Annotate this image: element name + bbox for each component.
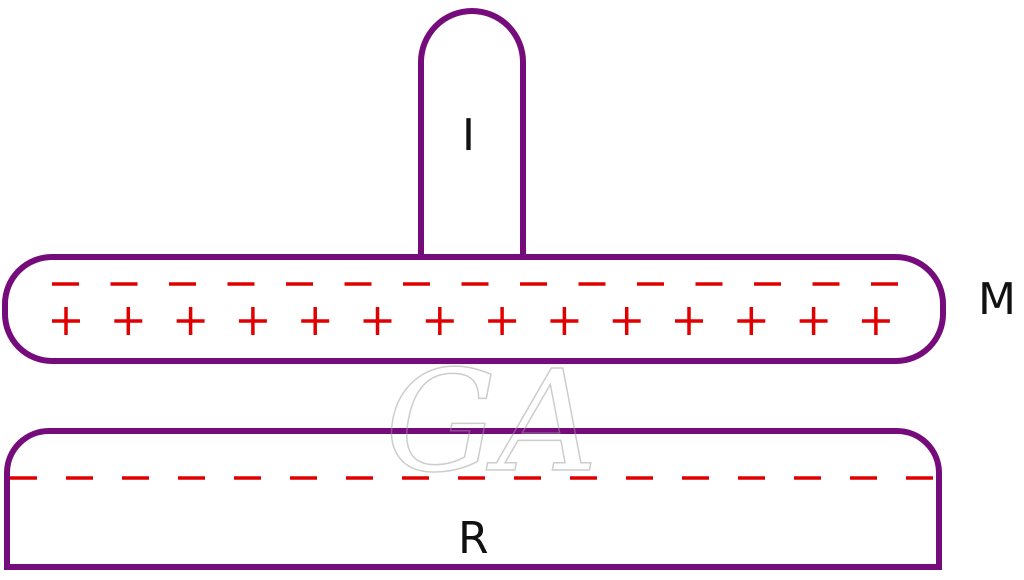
positive-charge [176,307,205,335]
positive-charge [238,307,267,335]
positive-charge [799,307,828,335]
positive-charge [675,307,703,335]
positive-charge [550,307,579,335]
label-metal-plate: M [978,274,1016,325]
positive-charge [737,307,766,335]
positive-charge [52,307,80,335]
positive-charge [114,307,143,335]
positive-charge [425,307,454,335]
label-resin-plate: R [458,513,489,564]
watermark: GA [384,340,598,505]
label-handle: I [462,110,475,161]
insulating-handle [418,8,526,255]
positive-charge [488,307,517,335]
positive-charge [861,307,890,335]
positive-charge [363,307,392,335]
watermark-text: GA [385,341,598,504]
positive-charge [301,307,330,335]
resin-plate [4,428,942,570]
positive-charge [612,307,641,335]
